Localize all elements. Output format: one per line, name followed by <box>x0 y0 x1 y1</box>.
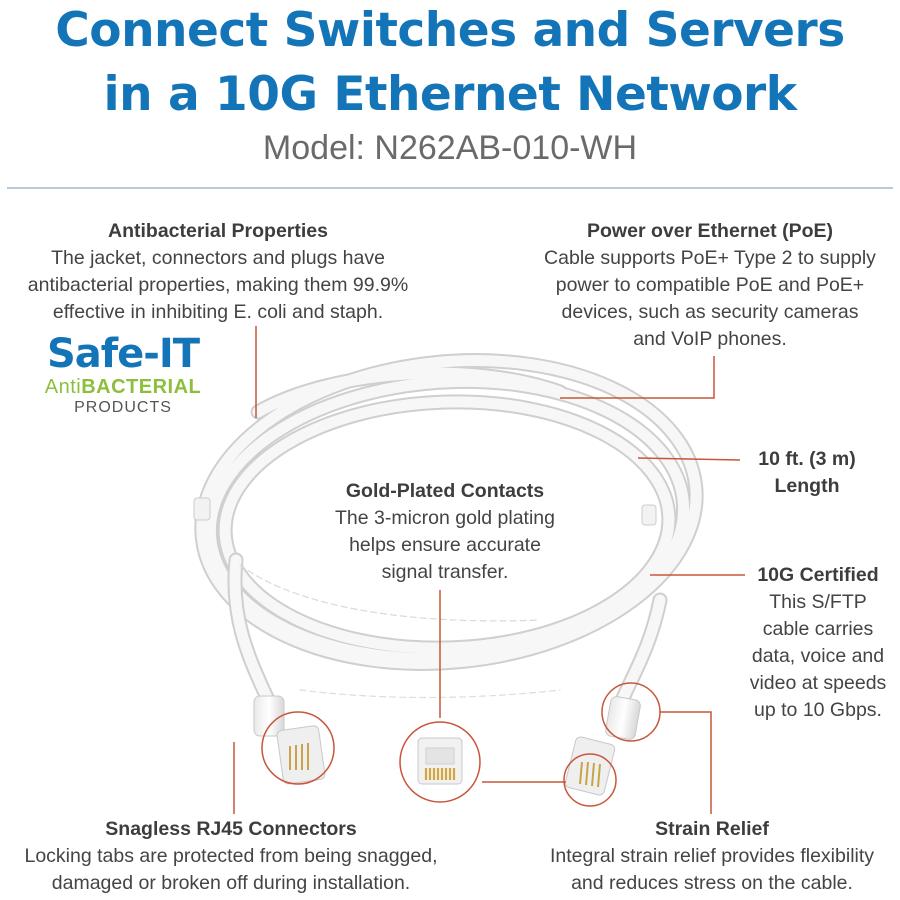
safe-it-logo-products: PRODUCTS <box>74 399 172 416</box>
callout-rj45: Snagless RJ45 Connectors Locking tabs ar… <box>0 816 462 897</box>
callout-poe-line: power to compatible PoE and PoE+ <box>555 274 865 296</box>
safe-it-logo: Safe-IT AntiBACTERIAL PRODUCTS <box>28 332 218 418</box>
safe-it-logo-prefix: Anti <box>44 376 82 398</box>
safe-it-logo-subtitle: AntiBACTERIAL <box>28 376 218 398</box>
model-number: Model: N262AB-010-WH <box>262 129 638 167</box>
callout-poe-line: and VoIP phones. <box>633 328 787 350</box>
callout-strain-relief-line: and reduces stress on the cable. <box>571 872 853 894</box>
headline-line-1: Connect Switches and Servers <box>55 3 845 58</box>
callout-rj45-line: damaged or broken off during installatio… <box>51 872 411 894</box>
cable-coil <box>194 353 704 713</box>
callout-antibacterial-title: Antibacterial Properties <box>108 220 328 242</box>
callout-gold-contacts-title: Gold-Plated Contacts <box>345 480 545 502</box>
callout-leaders <box>233 326 745 814</box>
contacts-detail-circle <box>563 753 617 807</box>
callout-10g-certified: 10G Certified This S/FTP cable carries d… <box>738 562 898 724</box>
cable-tie <box>641 504 657 526</box>
callout-10g-certified-title: 10G Certified <box>757 564 879 586</box>
callout-rj45-line: Locking tabs are protected from being sn… <box>24 845 438 867</box>
callout-poe-title: Power over Ethernet (PoE) <box>587 220 833 242</box>
callout-strain-relief-line: Integral strain relief provides flexibil… <box>549 845 875 867</box>
header-divider <box>7 187 893 189</box>
callout-strain-relief-title: Strain Relief <box>655 818 769 840</box>
callout-gold-contacts-line: helps ensure accurate <box>349 534 541 556</box>
rj45-detail-circle <box>261 711 335 785</box>
callout-gold-contacts-line: signal transfer. <box>381 561 509 583</box>
callout-antibacterial-line: antibacterial properties, making them 99… <box>27 274 409 296</box>
callout-rj45-title: Snagless RJ45 Connectors <box>105 818 357 840</box>
callout-10g-certified-line: up to 10 Gbps. <box>754 699 882 721</box>
callout-strain-relief: Strain Relief Integral strain relief pro… <box>512 816 900 897</box>
callout-length: 10 ft. (3 m) Length <box>735 446 879 500</box>
callout-poe-line: devices, such as security cameras <box>561 301 859 323</box>
safe-it-logo-brand: Safe-IT <box>46 331 200 377</box>
callout-10g-certified-line: data, voice and <box>751 645 885 667</box>
callout-poe-line: Cable supports PoE+ Type 2 to supply <box>544 247 876 269</box>
safe-it-logo-bold: BACTERIAL <box>81 376 202 398</box>
cable-tie <box>193 497 211 521</box>
callout-gold-contacts-line: The 3-micron gold plating <box>334 507 556 529</box>
callout-poe: Power over Ethernet (PoE) Cable supports… <box>520 218 900 353</box>
callout-gold-contacts: Gold-Plated Contacts The 3-micron gold p… <box>300 478 590 586</box>
callout-circles <box>261 682 661 807</box>
callout-length-title: 10 ft. (3 m) <box>758 448 856 470</box>
callout-antibacterial-line: effective in inhibiting E. coli and stap… <box>52 301 384 323</box>
callout-10g-certified-line: cable carries <box>762 618 874 640</box>
right-rj45-plug <box>564 696 641 796</box>
left-rj45-plug <box>253 695 326 785</box>
callout-antibacterial: Antibacterial Properties The jacket, con… <box>0 218 436 326</box>
callout-10g-certified-line: video at speeds <box>749 672 887 694</box>
headline-line-2: in a 10G Ethernet Network <box>103 67 797 122</box>
callout-antibacterial-line: The jacket, connectors and plugs have <box>51 247 385 269</box>
callout-length-title: Length <box>774 475 840 497</box>
callout-10g-certified-line: This S/FTP <box>769 591 867 613</box>
strain-relief-detail-circle <box>601 682 661 742</box>
